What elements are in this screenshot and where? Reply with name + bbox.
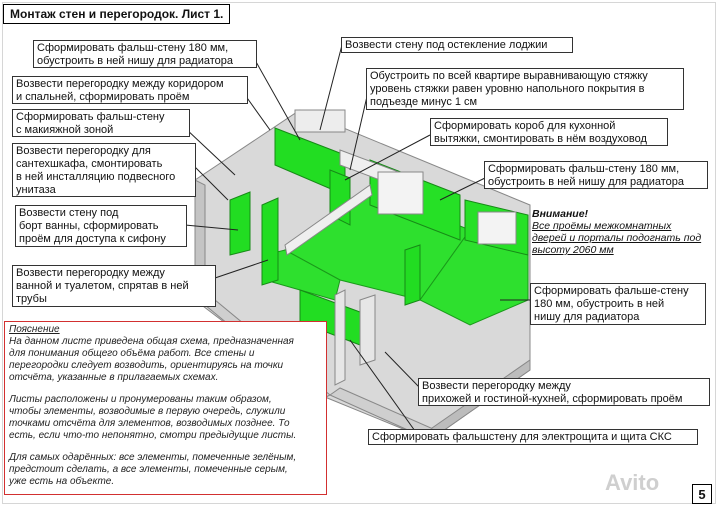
label-hallway-living-partition: Возвести перегородку между прихожей и го… [418,378,710,406]
green-wall-toilet [261,197,279,286]
watermark-logo: Avito [605,470,660,495]
gray-partition-3 [334,289,346,386]
note-paragraph-1: На данном листе приведена общая схема, п… [9,336,294,383]
sheet-frame [2,2,716,504]
leader-lines [184,44,530,439]
gray-partition-4 [359,294,376,366]
leader-13 [349,339,421,439]
leader-9 [184,224,239,231]
loggia-frame [294,109,346,133]
leader-6 [344,134,431,181]
leader-8 [439,177,486,201]
green-floor-bedroom [419,229,529,326]
label-false-wall-radiator-top: Сформировать фальш-стену 180 мм, обустро… [33,40,257,68]
label-bath-rim-wall: Возвести стену под борт ванны, сформиров… [15,205,187,247]
leader-7 [192,164,229,201]
leader-5 [184,127,236,176]
warning-heading: Внимание! [532,208,589,220]
label-loggia-wall: Возвести стену под остекление лоджии [341,37,573,53]
label-kitchen-hood-box: Сформировать короб для кухонной вытяжки,… [430,118,668,146]
leader-1 [254,59,301,141]
leader-2 [319,44,343,131]
label-screed: Обустроить по всей квартире выравнивающу… [366,68,684,110]
label-corridor-bedroom-partition: Возвести перегородку между коридором и с… [12,76,248,104]
gray-partition-2 [284,184,373,256]
note-paragraph-3: Для самых одарённых: все элементы, помеч… [9,452,297,487]
note-heading: Пояснение [9,324,60,335]
label-false-wall-radiator-bedroom: Сформировать фальше-стену 180 мм, обустр… [530,283,706,325]
label-bath-toilet-partition: Возвести перегородку между ванной и туал… [12,265,216,307]
leader-10 [214,259,269,279]
window-bedroom [477,211,517,245]
leader-12 [384,351,421,389]
note-paragraph-2: Листы расположены и пронумерованы таким … [9,394,297,441]
green-wall-bath [229,191,251,256]
explanation-note: Пояснение На данном листе приведена обща… [4,321,327,495]
label-false-wall-radiator-right: Сформировать фальш-стену 180 мм, обустро… [484,161,708,189]
warning-block: Внимание! Все проёмы межкомнатных дверей… [532,208,702,256]
label-makeup-wall: Сформировать фальш-стену с макияжной зон… [12,109,190,137]
page-number: 5 [692,484,712,504]
green-wall-corridor-bedroom [404,244,421,306]
warning-text: Все проёмы межкомнатных дверей и порталы… [532,220,702,256]
label-plumbing-cabinet: Возвести перегородку для сантехшкафа, см… [12,143,196,197]
label-electrical-panel-wall: Сформировать фальшстену для электрощита … [368,429,698,445]
leader-3 [244,94,271,131]
leader-4 [349,91,369,171]
window-living [377,171,424,215]
sheet-title: Монтаж стен и перегородок. Лист 1. [3,4,231,24]
